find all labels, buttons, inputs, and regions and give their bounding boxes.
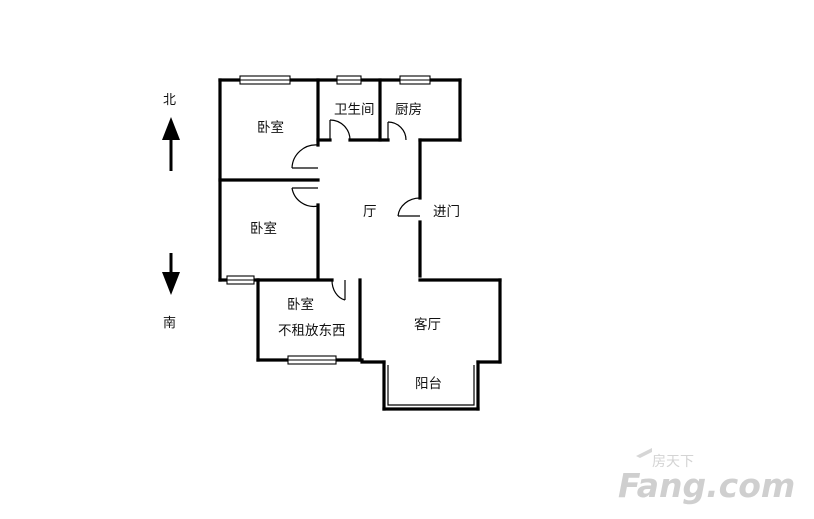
label-bedroom-small-note: 不租放东西	[278, 323, 346, 339]
windows	[226, 75, 431, 365]
north-arrow-icon	[162, 117, 180, 171]
label-bedroom-middle: 卧室	[250, 220, 277, 237]
label-entrance: 进门	[433, 204, 460, 220]
room-labels: 卧室 卧室 卧室 不租放东西 卫生间 厨房 厅 进门 客厅 阳台	[250, 102, 460, 392]
door-bathroom	[329, 119, 351, 141]
window-bathroom	[336, 75, 362, 85]
compass-south-label: 南	[163, 315, 176, 331]
fang-logo-icon: 房天下 Fang.com	[618, 448, 795, 505]
window-bedroom-north	[239, 75, 291, 85]
window-kitchen	[399, 75, 431, 85]
window-bedroom-middle	[226, 275, 255, 285]
label-balcony: 阳台	[415, 376, 442, 392]
watermark-chinese: 房天下	[652, 454, 694, 470]
door-kitchen	[387, 121, 407, 141]
label-living-room: 客厅	[414, 316, 441, 333]
watermark: 房天下 Fang.com	[618, 448, 795, 505]
label-bedroom-small: 卧室	[287, 296, 314, 313]
label-kitchen: 厨房	[395, 102, 422, 118]
window-bedroom-small	[287, 355, 337, 365]
watermark-brand: Fang.com	[618, 466, 795, 505]
door-bedroom-small	[331, 279, 346, 301]
door-bedroom-middle	[291, 187, 319, 208]
south-arrow-icon	[162, 253, 180, 295]
label-bedroom-north: 卧室	[257, 119, 284, 136]
door-entrance	[397, 197, 421, 217]
compass: 北 南	[162, 93, 180, 331]
doors	[291, 119, 421, 301]
label-hall: 厅	[363, 204, 377, 220]
compass-north-label: 北	[163, 93, 176, 108]
door-bedroom-north	[291, 144, 319, 169]
label-bathroom: 卫生间	[334, 102, 375, 118]
